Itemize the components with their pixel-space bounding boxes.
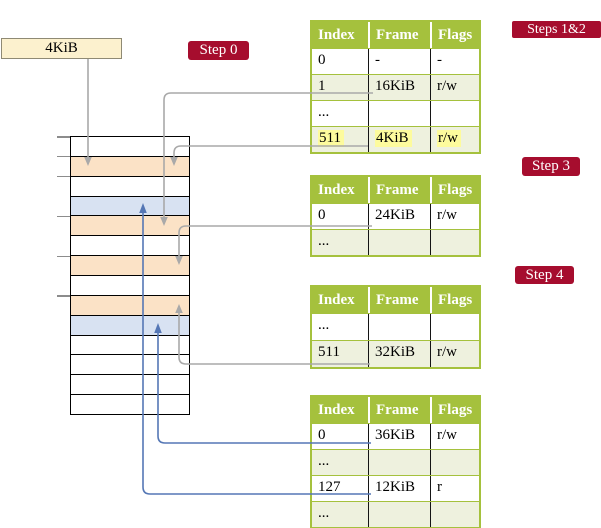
memory-tick: [57, 136, 70, 138]
page-table-step-4: Index Frame Flags ... 511 32KiB r/w: [310, 285, 481, 369]
cell-index: ...: [318, 453, 330, 469]
badge-steps-1-2: Steps 1&2: [512, 21, 601, 38]
badge-step-4: Step 4: [515, 266, 574, 284]
memory-row-white: [71, 334, 189, 355]
cell-index: ...: [318, 104, 330, 120]
badge-step-3: Step 3: [522, 157, 580, 176]
table-row: ...: [312, 229, 479, 255]
table-row-highlighted: 511 4KiB r/w: [312, 126, 479, 152]
cell-flags: [430, 230, 479, 255]
memory-row-white: [71, 394, 189, 415]
table-row: 0 - -: [312, 48, 479, 74]
highlight: r/w: [437, 130, 461, 147]
memory-row-blue: [71, 314, 189, 335]
table-row: 0 24KiB r/w: [312, 203, 479, 229]
memory-row-white: [71, 175, 189, 196]
cell-index: ...: [318, 233, 330, 249]
col-header-flags: Flags: [430, 397, 479, 423]
col-header-flags: Flags: [430, 177, 479, 203]
cell-flags: r/w: [430, 424, 479, 449]
table-header-row: Index Frame Flags: [312, 397, 479, 423]
memory-row-white: [71, 235, 189, 256]
cell-flags: [430, 101, 479, 126]
highlight: 511: [318, 130, 344, 147]
col-header-frame: Frame: [368, 287, 430, 313]
table-row: 0 36KiB r/w: [312, 423, 479, 449]
memory-row-orange: [71, 155, 189, 176]
cell-frame: -: [368, 49, 430, 74]
col-header-index: Index: [318, 27, 355, 43]
cell-frame: 36KiB: [368, 424, 430, 449]
col-header-index: Index: [318, 402, 355, 418]
table-row: ...: [312, 501, 479, 527]
cell-index: 127: [318, 479, 341, 495]
memory-tick: [57, 215, 70, 218]
col-header-flags: Flags: [430, 22, 479, 48]
table-row: 127 12KiB r: [312, 475, 479, 501]
cell-frame: [368, 502, 430, 527]
cell-frame: 24KiB: [368, 204, 430, 229]
memory-row-blue: [71, 195, 189, 216]
memory-row-white: [71, 275, 189, 295]
memory-row-white: [71, 374, 189, 395]
memory-tick: [57, 175, 70, 178]
table-header-row: Index Frame Flags: [312, 287, 479, 313]
table-row: ...: [312, 313, 479, 340]
table-row: ...: [312, 449, 479, 475]
cell-flags: [430, 314, 479, 340]
cell-flags: r/w: [430, 341, 479, 367]
page-table-steps-1-2: Index Frame Flags 0 - - 1 16KiB r/w ... …: [310, 20, 481, 154]
cell-index: 1: [318, 78, 326, 94]
cell-frame: [368, 101, 430, 126]
memory-row-white: [71, 354, 189, 375]
cell-flags: r/w: [430, 75, 479, 100]
col-header-index: Index: [318, 182, 355, 198]
table-row: 511 32KiB r/w: [312, 340, 479, 367]
cell-frame: 32KiB: [368, 341, 430, 367]
cell-flags: [430, 502, 479, 527]
page-table-step-3: Index Frame Flags 0 24KiB r/w ...: [310, 175, 481, 257]
table-header-row: Index Frame Flags: [312, 177, 479, 203]
memory-tick: [57, 155, 70, 158]
col-header-flags: Flags: [430, 287, 479, 313]
memory-tick: [57, 255, 70, 258]
col-header-frame: Frame: [368, 177, 430, 203]
col-header-frame: Frame: [368, 22, 430, 48]
memory-row-orange: [71, 255, 189, 276]
cell-frame: 16KiB: [368, 75, 430, 100]
cell-index: ...: [318, 317, 330, 333]
col-header-index: Index: [318, 292, 355, 308]
cell-index: 511: [318, 344, 340, 360]
cell-frame: [368, 230, 430, 255]
cell-flags: [430, 450, 479, 475]
cell-frame: 4KiB: [368, 127, 430, 152]
cell-frame: [368, 314, 430, 340]
cell-frame: [368, 450, 430, 475]
badge-step-0: Step 0: [188, 41, 249, 60]
memory-row-white: [71, 137, 189, 156]
table-row: ...: [312, 100, 479, 126]
memory-row-orange: [71, 294, 189, 315]
col-header-frame: Frame: [368, 397, 430, 423]
cell-index: 0: [318, 427, 326, 443]
cell-frame: 12KiB: [368, 476, 430, 501]
cell-flags: r/w: [430, 204, 479, 229]
cell-index: ...: [318, 505, 330, 521]
cell-index: 511: [312, 127, 368, 152]
cell-flags: -: [430, 49, 479, 74]
cell-flags: r/w: [430, 127, 479, 152]
cell-index: 0: [318, 52, 326, 68]
cell-index: 0: [318, 207, 326, 223]
highlight: 4KiB: [375, 130, 412, 147]
memory-row-orange: [71, 215, 189, 236]
memory-column: [70, 136, 190, 415]
page-table-final: Index Frame Flags 0 36KiB r/w ... 127 12…: [310, 395, 481, 528]
table-row: 1 16KiB r/w: [312, 74, 479, 100]
frame-4kib-box: 4KiB: [1, 38, 122, 59]
memory-tick: [57, 295, 70, 297]
cell-flags: r: [430, 476, 479, 501]
table-header-row: Index Frame Flags: [312, 22, 479, 48]
